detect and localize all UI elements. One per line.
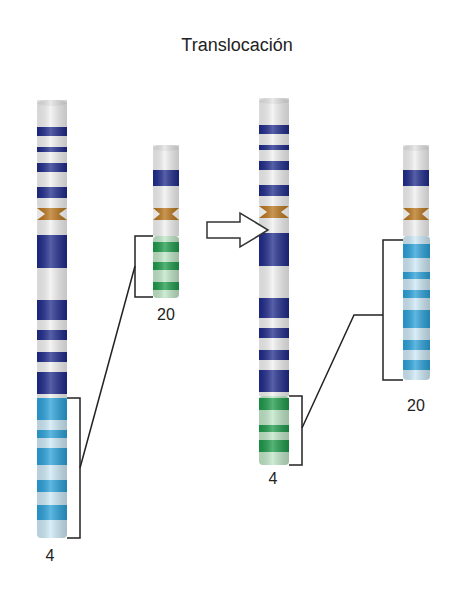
chromosome-number: 20 [407, 397, 425, 415]
transform-arrow [207, 213, 268, 247]
chromosome-number: 4 [269, 470, 278, 488]
diagram-title: Translocación [181, 36, 292, 56]
chromosome-number: 4 [46, 547, 55, 565]
chromosome-number: 20 [157, 306, 175, 324]
bracket-lines [67, 236, 403, 538]
